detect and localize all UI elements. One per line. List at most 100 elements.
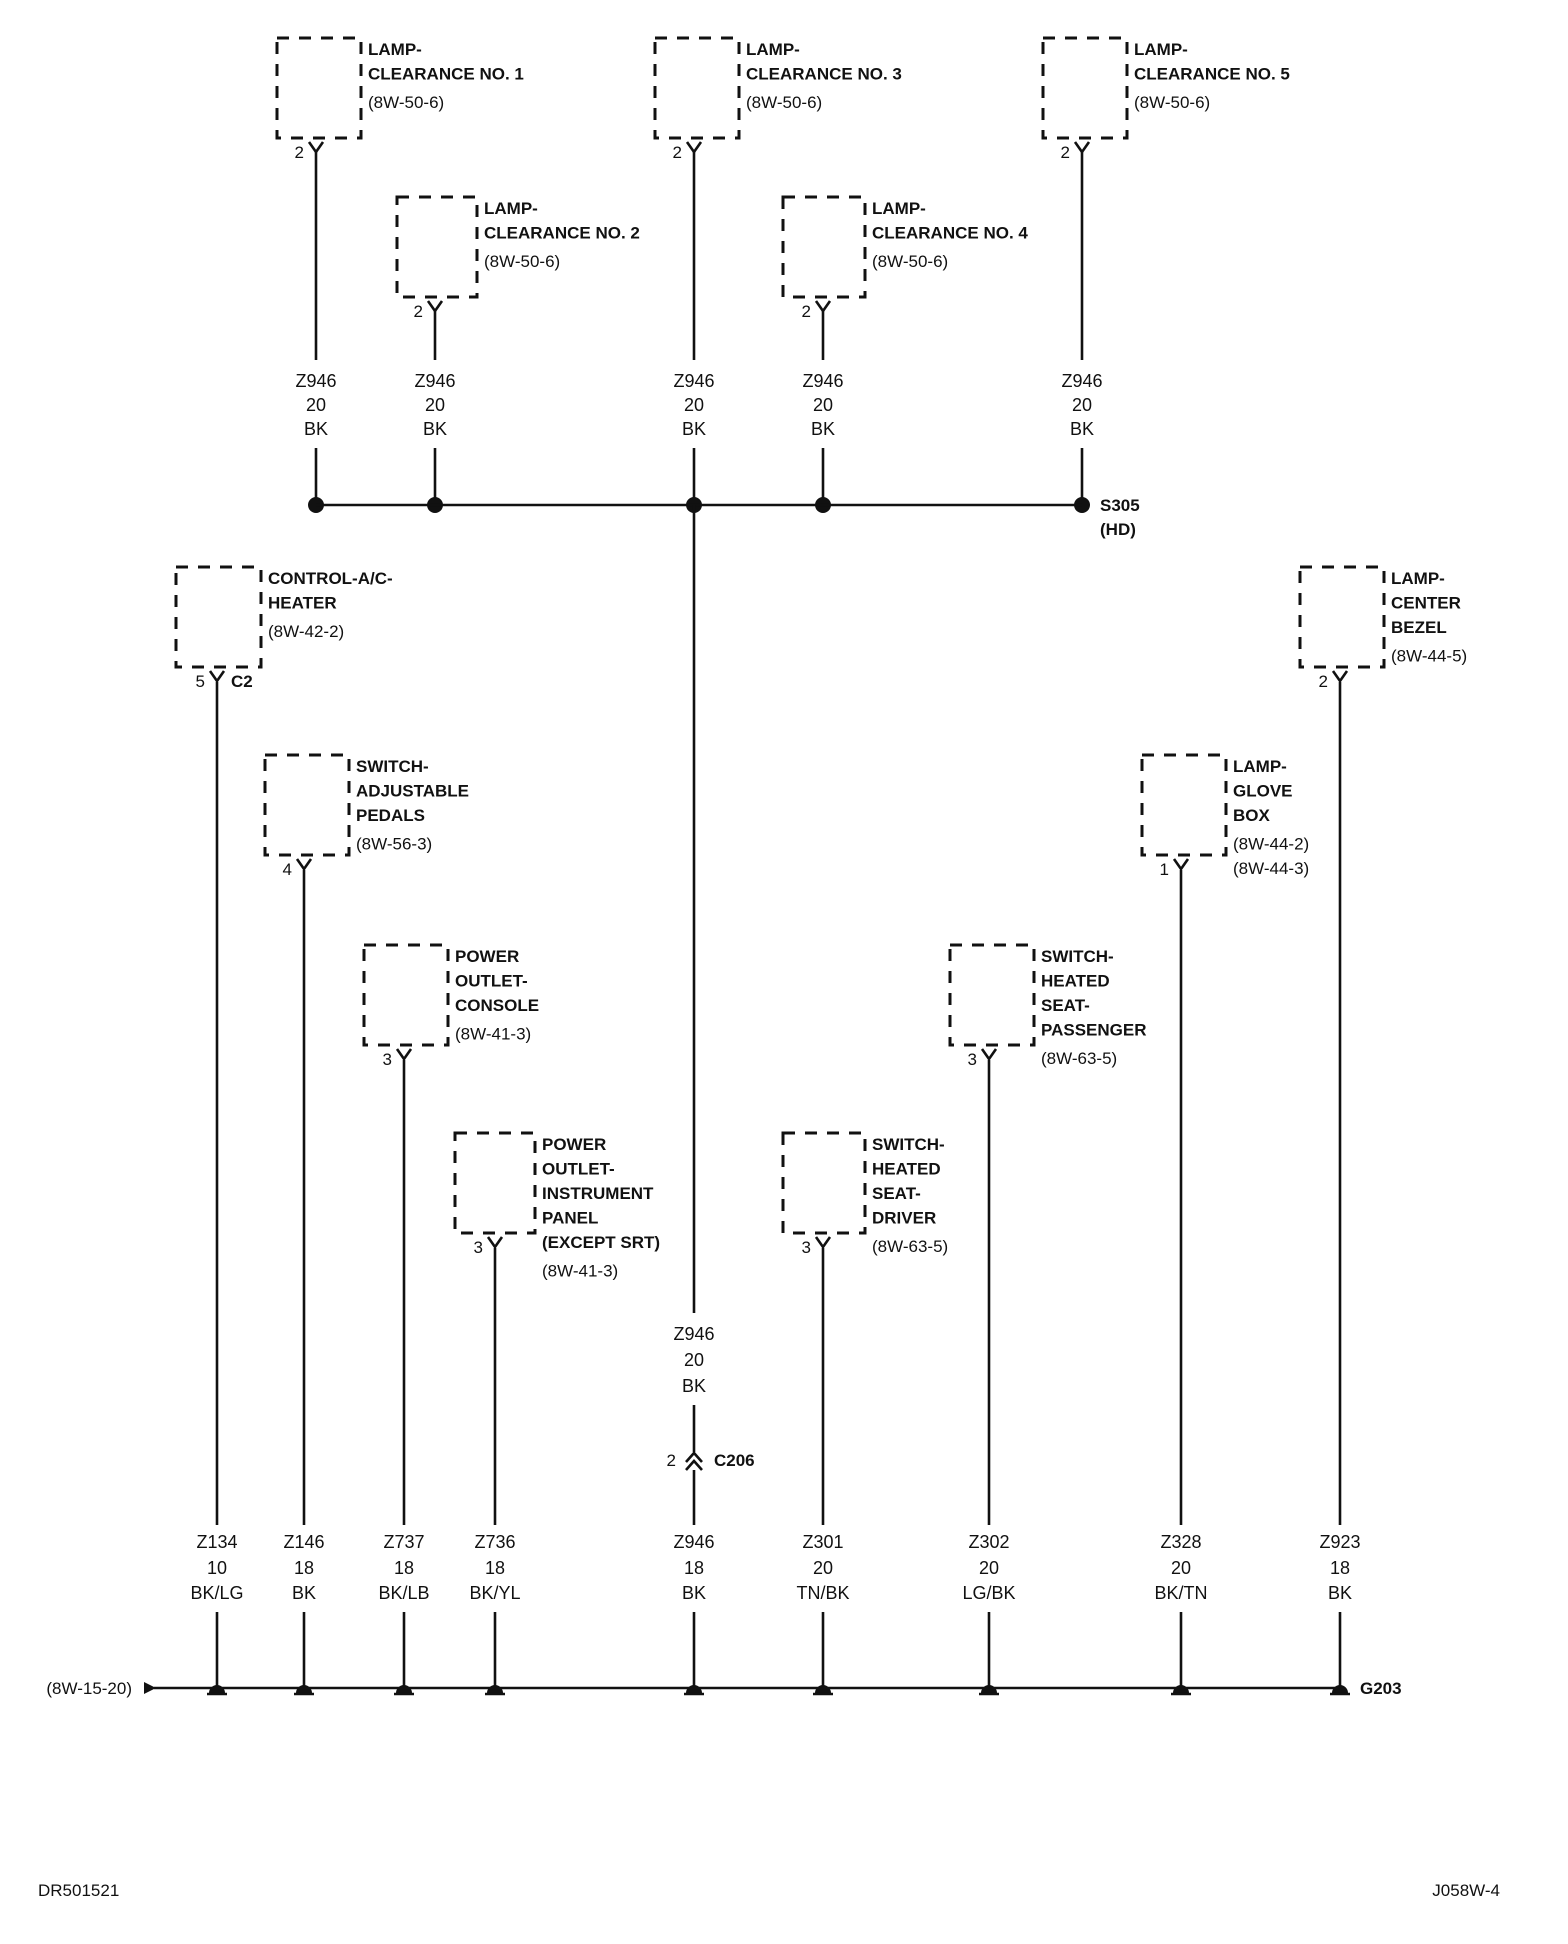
lamp-clearance-2-terminal-icon	[426, 300, 444, 314]
power-outlet-instrument-panel-pin: 3	[474, 1238, 483, 1257]
power-outlet-instrument-panel-label-line-3: INSTRUMENT	[542, 1184, 654, 1203]
inline-wire-circuit: Z946	[673, 1324, 714, 1344]
lamp-center-bezel-box	[1298, 565, 1386, 669]
lamp-center-bezel-label-line-2: CENTER	[1391, 594, 1461, 613]
lamp-center-bezel-pin: 2	[1319, 672, 1328, 691]
upper-wire-circuit-3: Z946	[673, 371, 714, 391]
lamp-clearance-5-pin: 2	[1061, 143, 1070, 162]
ground-wire-color-7: LG/BK	[962, 1583, 1015, 1603]
power-outlet-console-box	[362, 943, 450, 1047]
lamp-glove-box-pin: 1	[1160, 860, 1169, 879]
power-outlet-instrument-panel-terminal-icon	[486, 1236, 504, 1250]
lamp-clearance-4-label-line-1: LAMP-	[872, 199, 926, 218]
power-outlet-console-label-line-3: CONSOLE	[455, 996, 539, 1015]
lamp-clearance-4-label-line-2: CLEARANCE NO. 4	[872, 224, 1028, 243]
lamp-clearance-4-terminal-icon	[814, 300, 832, 314]
ground-wire-color-6: TN/BK	[796, 1583, 849, 1603]
inline-connector-pin: 2	[667, 1451, 676, 1470]
power-outlet-console-ref-1: (8W-41-3)	[455, 1025, 531, 1044]
ground-wire-circuit-8: Z328	[1160, 1532, 1201, 1552]
switch-adjustable-pedals-terminal-icon	[295, 858, 313, 872]
switch-heated-seat-driver-ref-1: (8W-63-5)	[872, 1237, 948, 1256]
lamp-glove-box-ref-1: (8W-44-2)	[1233, 835, 1309, 854]
ground-wire-gauge-8: 20	[1171, 1558, 1191, 1578]
lamp-glove-box-box	[1140, 753, 1228, 857]
lamp-clearance-2-label-line-1: LAMP-	[484, 199, 538, 218]
source-arrow-icon	[144, 1682, 156, 1694]
lamp-glove-box-label-line-2: GLOVE	[1233, 782, 1293, 801]
lamp-clearance-3-label-line-2: CLEARANCE NO. 3	[746, 65, 902, 84]
ground-wire-gauge-9: 18	[1330, 1558, 1350, 1578]
inline-wire-gauge: 20	[684, 1350, 704, 1370]
ground-wire-circuit-4: Z736	[474, 1532, 515, 1552]
control-ac-heater-label-line-1: CONTROL-A/C-	[268, 569, 393, 588]
upper-wire-color-2: BK	[423, 419, 447, 439]
control-ac-heater-label-line-2: HEATER	[268, 594, 337, 613]
ground-wire-color-8: BK/TN	[1154, 1583, 1207, 1603]
inline-connector-lower-icon	[685, 1459, 703, 1471]
power-outlet-instrument-panel-box	[453, 1131, 537, 1235]
control-ac-heater-connector: C2	[231, 672, 253, 691]
ground-wire-gauge-7: 20	[979, 1558, 999, 1578]
lamp-center-bezel-ref-1: (8W-44-5)	[1391, 647, 1467, 666]
switch-heated-seat-driver-pin: 3	[802, 1238, 811, 1257]
upper-wire-gauge-3: 20	[684, 395, 704, 415]
lamp-clearance-1-pin: 2	[295, 143, 304, 162]
lamp-glove-box-label-line-1: LAMP-	[1233, 757, 1287, 776]
ground-wire-circuit-5: Z946	[673, 1532, 714, 1552]
inline-wire-color: BK	[682, 1376, 706, 1396]
lamp-center-bezel-label-line-3: BEZEL	[1391, 618, 1447, 637]
lamp-center-bezel-label-line-1: LAMP-	[1391, 569, 1445, 588]
upper-wire-gauge-2: 20	[425, 395, 445, 415]
lamp-clearance-4-ref-1: (8W-50-6)	[872, 252, 948, 271]
footer-left: DR501521	[38, 1881, 119, 1900]
power-outlet-instrument-panel-ref-1: (8W-41-3)	[542, 1262, 618, 1281]
ground-wire-circuit-3: Z737	[383, 1532, 424, 1552]
ground-name: G203	[1360, 1679, 1402, 1698]
lamp-clearance-1-label-line-2: CLEARANCE NO. 1	[368, 65, 524, 84]
power-outlet-console-label-line-1: POWER	[455, 947, 519, 966]
upper-wire-gauge-5: 20	[1072, 395, 1092, 415]
switch-adjustable-pedals-label-line-1: SWITCH-	[356, 757, 429, 776]
inline-connector-upper-icon	[685, 1451, 703, 1463]
lamp-glove-box-ref-2: (8W-44-3)	[1233, 859, 1309, 878]
splice-note: (HD)	[1100, 520, 1136, 539]
switch-heated-seat-driver-label-line-2: HEATED	[872, 1160, 941, 1179]
control-ac-heater-ref-1: (8W-42-2)	[268, 622, 344, 641]
ground-wire-circuit-1: Z134	[196, 1532, 237, 1552]
power-outlet-instrument-panel-label-line-4: PANEL	[542, 1209, 598, 1228]
upper-wire-color-4: BK	[811, 419, 835, 439]
control-ac-heater-box	[174, 565, 263, 669]
upper-wire-color-3: BK	[682, 419, 706, 439]
label-layer: LAMP-CLEARANCE NO. 1(8W-50-6)2LAMP-CLEAR…	[38, 40, 1500, 1900]
switch-heated-seat-driver-box	[781, 1131, 867, 1235]
ground-wire-color-1: BK/LG	[190, 1583, 243, 1603]
switch-adjustable-pedals-pin: 4	[283, 860, 292, 879]
power-outlet-console-terminal-icon	[395, 1048, 413, 1062]
lamp-clearance-1-terminal-icon	[307, 141, 325, 155]
lamp-clearance-4-pin: 2	[802, 302, 811, 321]
lamp-glove-box-label-line-3: BOX	[1233, 806, 1271, 825]
upper-wire-circuit-4: Z946	[802, 371, 843, 391]
lamp-clearance-1-ref-1: (8W-50-6)	[368, 93, 444, 112]
ground-wire-circuit-9: Z923	[1319, 1532, 1360, 1552]
lamp-clearance-5-ref-1: (8W-50-6)	[1134, 93, 1210, 112]
ground-wire-color-5: BK	[682, 1583, 706, 1603]
upper-wire-circuit-2: Z946	[414, 371, 455, 391]
lamp-clearance-5-label-line-1: LAMP-	[1134, 40, 1188, 59]
lamp-clearance-2-ref-1: (8W-50-6)	[484, 252, 560, 271]
ground-wire-gauge-1: 10	[207, 1558, 227, 1578]
power-outlet-console-pin: 3	[383, 1050, 392, 1069]
switch-heated-seat-passenger-label-line-3: SEAT-	[1041, 996, 1090, 1015]
control-ac-heater-pin: 5	[196, 672, 205, 691]
switch-heated-seat-driver-label-line-3: SEAT-	[872, 1184, 921, 1203]
ground-wire-color-2: BK	[292, 1583, 316, 1603]
splice-name: S305	[1100, 496, 1140, 515]
ground-wire-circuit-6: Z301	[802, 1532, 843, 1552]
switch-heated-seat-driver-label-line-4: DRIVER	[872, 1209, 936, 1228]
component-layer	[174, 36, 1386, 1471]
power-outlet-instrument-panel-label-line-5: (EXCEPT SRT)	[542, 1233, 660, 1252]
ground-source-ref: (8W-15-20)	[46, 1679, 132, 1698]
ground-wire-gauge-6: 20	[813, 1558, 833, 1578]
switch-heated-seat-passenger-ref-1: (8W-63-5)	[1041, 1049, 1117, 1068]
